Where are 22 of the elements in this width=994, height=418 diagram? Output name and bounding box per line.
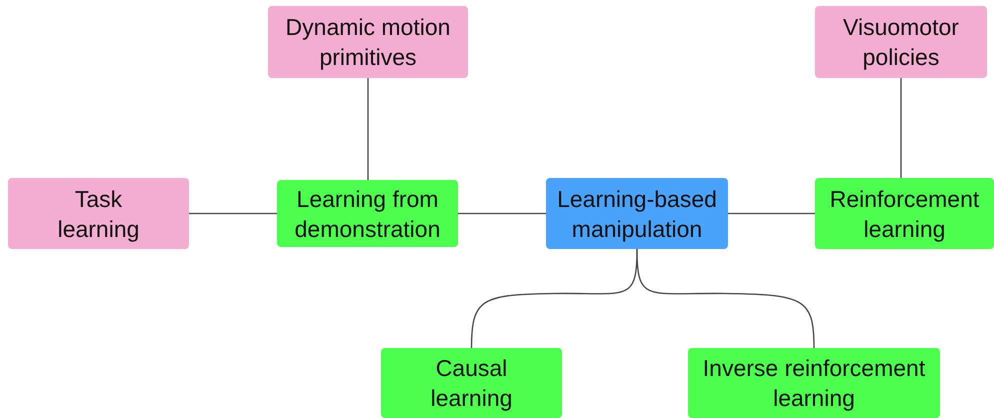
- node-label: Task learning: [56, 184, 140, 244]
- method-box: [688, 348, 940, 418]
- connector-line: [189, 212, 277, 214]
- root-box: [546, 178, 728, 249]
- method-box: [381, 348, 562, 418]
- connector-line: [636, 248, 815, 348]
- topic-box: [815, 6, 987, 78]
- node-label: Inverse reinforcement learning: [702, 354, 926, 413]
- connector-line: [900, 78, 902, 178]
- connector-line: [458, 212, 546, 214]
- node-label: Causal learning: [430, 354, 514, 413]
- node-label: Reinforcement learning: [828, 184, 980, 244]
- topic-box: [268, 6, 468, 78]
- node-label: Visuomotor policies: [842, 13, 960, 72]
- connector-line: [367, 78, 369, 180]
- topic-box: [8, 178, 189, 249]
- node-label: Learning-based manipulation: [556, 184, 718, 244]
- node-label: Dynamic motion primitives: [284, 13, 452, 72]
- connector-line: [728, 212, 815, 214]
- node-label: Learning from demonstration: [294, 184, 442, 244]
- method-box: [277, 180, 458, 247]
- method-box: [815, 178, 994, 249]
